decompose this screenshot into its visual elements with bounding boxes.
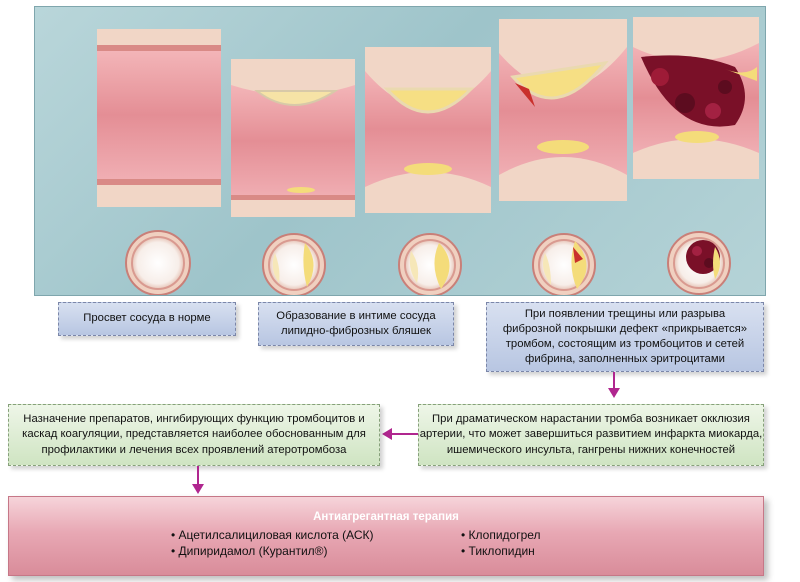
ring-plaque <box>262 233 326 295</box>
arrow-down-1 <box>608 372 620 398</box>
panel-plaque <box>231 59 355 217</box>
caption-normal-text: Просвет сосуда в норме <box>83 312 211 325</box>
arrow-down-2 <box>192 466 204 494</box>
drugs-box: Назначение препаратов, ингибирующих функ… <box>8 404 380 466</box>
caption-rupture-text: При появлении трещины или разрыва фиброз… <box>502 307 748 366</box>
drug-clopidogrel: • Клопидогрел <box>461 528 541 542</box>
occlusion-text: При драматическом нарастании тромба возн… <box>419 413 763 456</box>
ring-plaque-large <box>398 233 462 295</box>
caption-plaque: Образование в интиме сосуда липидно-фибр… <box>258 302 454 346</box>
ring-thrombus <box>667 231 731 295</box>
drug-dipyridamole: • Дипиридамол (Курантил®) <box>171 544 328 558</box>
panel-plaque-large <box>365 47 491 213</box>
therapy-title: Антиагрегантная терапия <box>313 511 459 523</box>
caption-rupture: При появлении трещины или разрыва фиброз… <box>486 302 764 372</box>
artery-stages-graphic <box>97 17 759 295</box>
panel-normal <box>97 29 221 207</box>
drugs-text: Назначение препаратов, ингибирующих функ… <box>22 413 366 456</box>
caption-normal: Просвет сосуда в норме <box>58 302 236 336</box>
arrow-left <box>382 428 418 440</box>
artery-illustration <box>34 6 766 296</box>
ring-rupture <box>532 233 596 295</box>
caption-plaque-text: Образование в интиме сосуда липидно-фибр… <box>276 309 436 337</box>
ring-normal <box>125 230 191 295</box>
drug-asa: • Ацетилсалициловая кислота (АСК) <box>171 528 374 542</box>
therapy-box: Антиагрегантная терапия • Ацетилсалицило… <box>8 496 764 576</box>
panel-rupture <box>499 19 627 201</box>
drug-ticlopidine: • Тиклопидин <box>461 544 535 558</box>
occlusion-box: При драматическом нарастании тромба возн… <box>418 404 764 466</box>
panel-thrombus <box>633 17 759 179</box>
